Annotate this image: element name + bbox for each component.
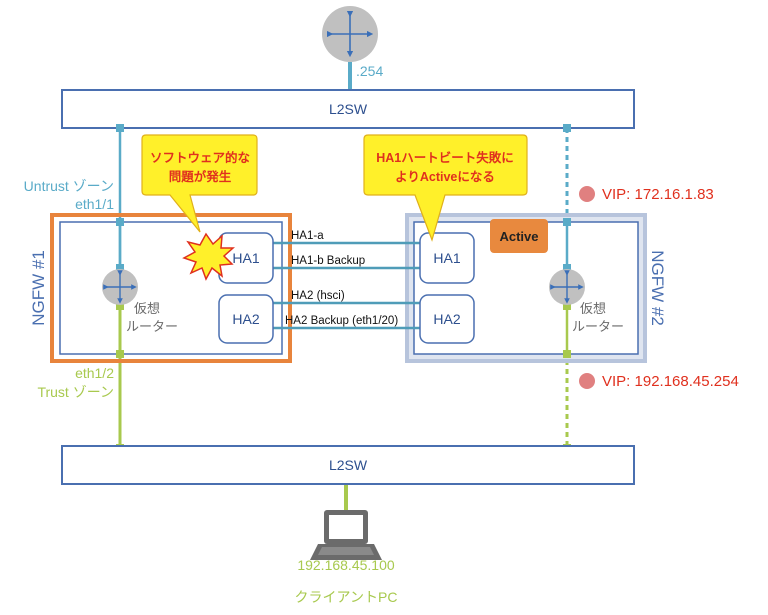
vip-trust-label: VIP: 192.168.45.254: [602, 373, 739, 390]
ngfw2-virtual-router-icon: [549, 269, 585, 305]
vip-untrust-dot: [579, 186, 595, 202]
eth12-label: eth1/2: [75, 365, 114, 381]
client-ip-label: 192.168.45.100: [297, 557, 395, 573]
ngfw2-vrouter-label-2: ルーター: [572, 319, 624, 334]
link-ha1a-label: HA1-a: [291, 230, 324, 242]
untrust-zone-label: Untrust ゾーン: [24, 178, 114, 194]
ngfw1-eth12-port: [116, 350, 124, 358]
ngfw1-untrust-port: [116, 124, 124, 132]
active-badge: [490, 219, 548, 253]
ngfw1-inner-box: [59, 221, 283, 355]
laptop-icon: [310, 510, 382, 560]
link-ha2-label: HA2 (hsci): [291, 290, 345, 302]
ngfw1-eth11-port: [116, 218, 124, 226]
ngfw1-ha2-label: HA2: [232, 311, 259, 327]
eth11-label: eth1/1: [75, 196, 114, 212]
ngfw1-ha2-box: [218, 294, 274, 344]
callout-software-line2: 問題が発生: [169, 169, 232, 184]
ngfw2-eth12-port: [563, 350, 571, 358]
callout-ha1fail-line1: HA1ハートビート失敗に: [376, 150, 514, 165]
vip-untrust-label: VIP: 172.16.1.83: [602, 186, 714, 203]
vip-trust-dot: [579, 373, 595, 389]
callout-software-problem: [141, 134, 258, 233]
ngfw2-untrust-port: [563, 124, 571, 132]
top-router-icon: [322, 6, 378, 62]
l2sw-top-label: L2SW: [329, 101, 368, 117]
ngfw1-vrouter-label-2: ルーター: [126, 319, 178, 334]
l2sw-bottom-label: L2SW: [329, 457, 368, 473]
active-badge-label: Active: [499, 229, 538, 244]
l2sw-bottom-box: [61, 445, 635, 485]
link-ha1b-label: HA1-b Backup: [291, 255, 365, 267]
ngfw2-vr-trust-port: [563, 302, 571, 310]
l2sw-top-box: [61, 89, 635, 129]
ngfw1-virtual-router-icon: [102, 269, 138, 305]
ngfw1-ha1-label: HA1: [232, 250, 259, 266]
ngfw2-ha1-label: HA1: [433, 250, 460, 266]
ngfw2-ha1-box: [419, 232, 475, 284]
ngfw1-title: NGFW #1: [29, 250, 48, 326]
ngfw2-vr-untrust-port: [563, 264, 571, 272]
trust-zone-label: Trust ゾーン: [37, 384, 114, 400]
ngfw1-frame: [50, 213, 292, 363]
ngfw2-eth11-port: [563, 218, 571, 226]
ngfw2-ha2-label: HA2: [433, 311, 460, 327]
link-ha2b-label: HA2 Backup (eth1/20): [285, 315, 398, 327]
ngfw1-vr-trust-port: [116, 302, 124, 310]
callout-software-line1: ソフトウェア的な: [150, 150, 250, 165]
ngfw2-title: NGFW #2: [648, 250, 667, 326]
callout-ha1-failure: [363, 134, 528, 242]
explosion-icon: [182, 232, 235, 281]
ngfw2-ha2-box: [419, 294, 475, 344]
router-ip-suffix: .254: [356, 63, 383, 79]
callout-ha1fail-line2: よりActiveになる: [395, 170, 495, 184]
ngfw1-vr-untrust-port: [116, 264, 124, 272]
ngfw2-vrouter-label-1: 仮想: [580, 301, 606, 316]
client-label: クライアントPC: [295, 589, 398, 605]
ngfw1-vrouter-label-1: 仮想: [134, 301, 160, 316]
